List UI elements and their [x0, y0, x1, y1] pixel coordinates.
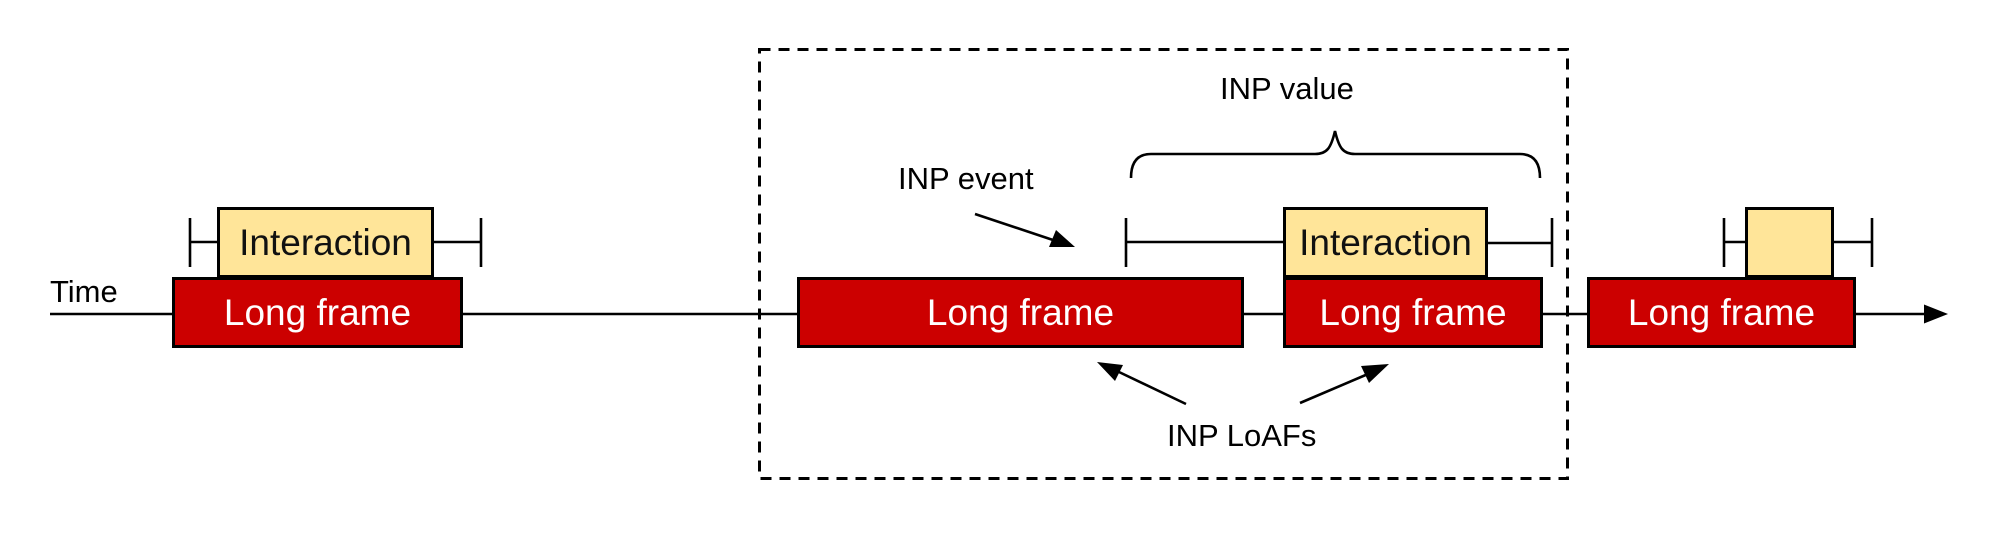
inp-event-arrow — [974, 212, 1075, 247]
interaction-whiskers-middle — [1124, 218, 1554, 267]
inp-value-label: INP value — [1220, 71, 1354, 106]
long-frame-box-1: Long frame — [172, 277, 463, 348]
inp-loafs-label: INP LoAFs — [1167, 418, 1317, 453]
interaction-whiskers-right — [1722, 218, 1874, 267]
inp-event-label: INP event — [898, 161, 1034, 196]
interaction-box-1: Interaction — [217, 207, 434, 278]
interaction-whiskers-left — [188, 218, 483, 267]
inp-loafs-arrow-left — [1097, 362, 1187, 406]
interaction-box-small — [1745, 207, 1834, 278]
long-frame-box-2: Long frame — [797, 277, 1244, 348]
long-frame-box-3: Long frame — [1283, 277, 1543, 348]
time-label: Time — [50, 274, 118, 309]
inp-window-dashed-box — [758, 48, 1569, 480]
interaction-box-2: Interaction — [1283, 207, 1488, 278]
long-frame-box-4: Long frame — [1587, 277, 1856, 348]
inp-loafs-arrow-right — [1299, 364, 1389, 405]
inp-value-brace — [1129, 130, 1542, 179]
timeline-arrowhead-icon — [1924, 304, 1948, 324]
